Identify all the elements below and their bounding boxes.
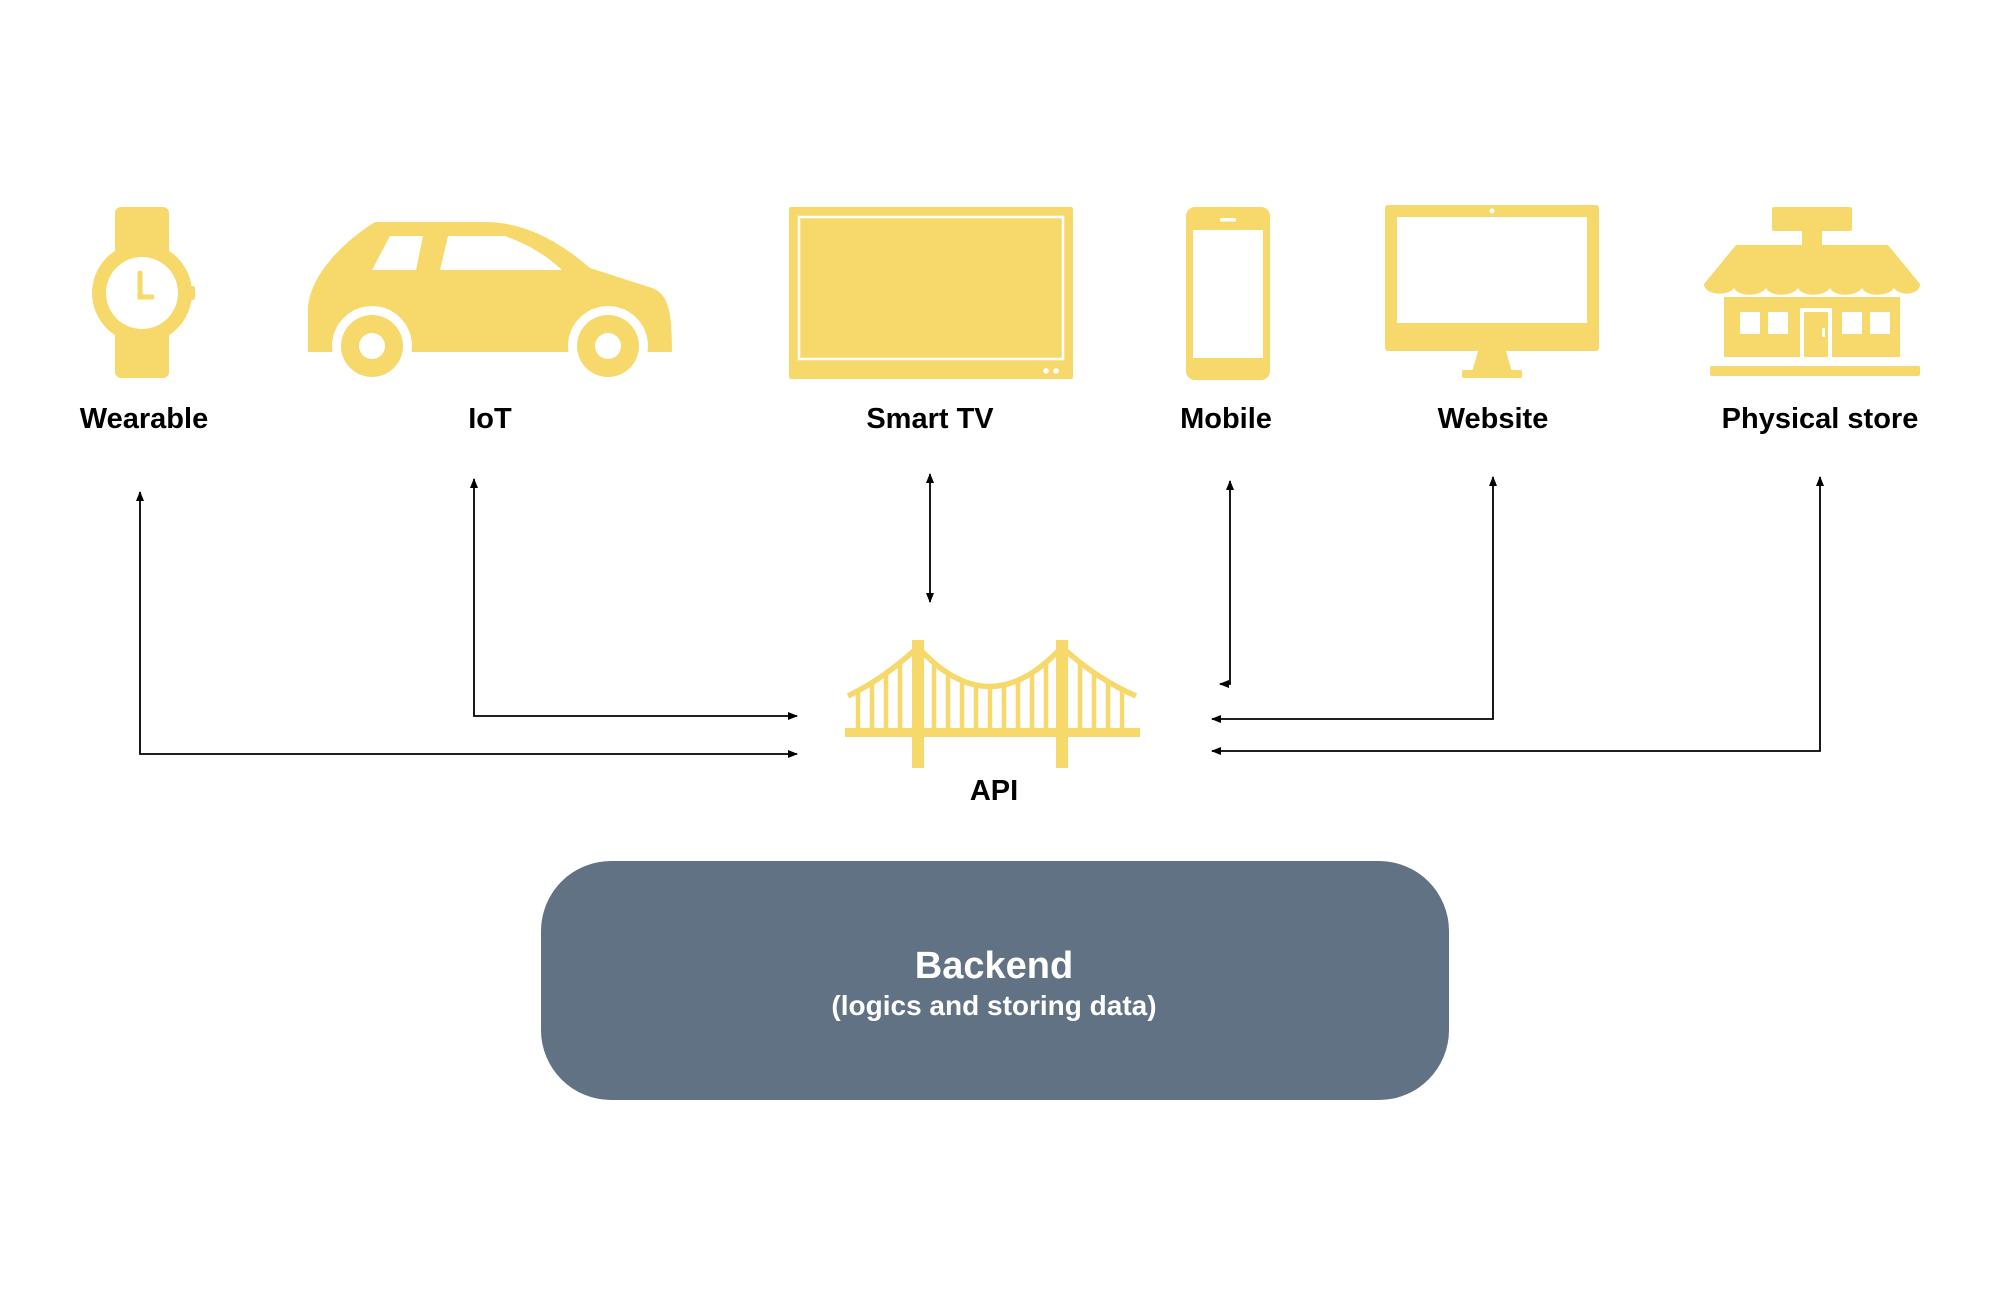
node-label-physical-store: Physical store [1722,403,1919,435]
connector-physical-store-api [1211,476,1824,755]
backend-box: Backend (logics and storing data) [541,861,1449,1100]
node-label-smart-tv: Smart TV [866,403,994,435]
backend-subtitle: (logics and storing data) [831,990,1156,1021]
connector-wearable-api [136,491,798,758]
smartphone-icon [1186,207,1270,380]
node-label-wearable: Wearable [80,403,208,435]
bridge-icon [845,640,1140,768]
connector-iot-api [470,478,798,720]
television-icon [789,207,1073,379]
backend-title: Backend [915,945,1073,987]
wristwatch-icon [92,207,195,378]
storefront-icon [1704,207,1920,376]
node-label-website: Website [1438,403,1549,435]
connector-website-api [1211,476,1497,723]
connector-mobile-api [1219,480,1234,688]
node-label-iot: IoT [468,403,512,435]
api-label: API [970,775,1018,807]
node-label-mobile: Mobile [1180,403,1272,435]
desktop-monitor-icon [1385,205,1599,378]
car-icon [308,222,672,386]
